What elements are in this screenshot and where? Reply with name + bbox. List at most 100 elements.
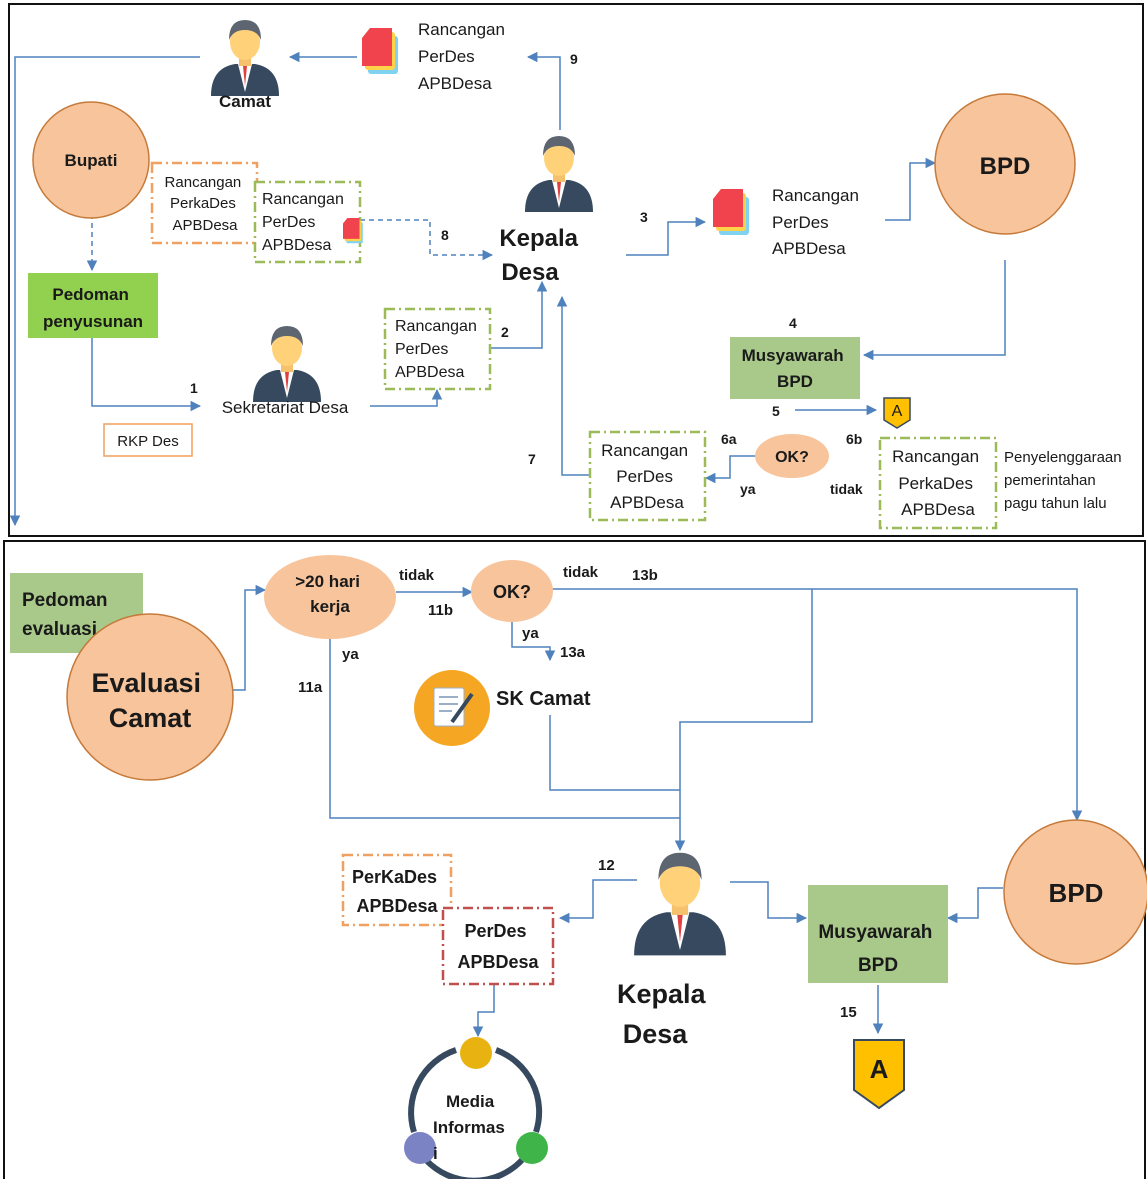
ok-tidak-13b xyxy=(552,588,1083,822)
perdes-dashed-box-bottom xyxy=(441,906,555,986)
evaluasi-camat-node xyxy=(66,613,234,781)
ok-decision-bottom xyxy=(471,560,553,622)
perkades-box-label: Rancangan PerkaDes APBDesa xyxy=(165,174,246,234)
tidak-label-top: tidak xyxy=(830,481,863,497)
a-marker-top xyxy=(883,397,911,429)
sk-camat-label: SK Camat xyxy=(496,688,591,710)
kepala-desa-label-bottom: Kepala Desa xyxy=(617,979,713,1049)
camat-person-icon xyxy=(211,20,279,96)
ya-label-bottom-1: ya xyxy=(342,646,359,663)
evaluasi-camat-label: Evaluasi Camat xyxy=(91,668,208,733)
ya-label-bottom-2: ya xyxy=(522,625,539,642)
step-6b: 6b xyxy=(846,431,862,447)
doc-stack-icon-9 xyxy=(362,28,398,74)
bpd-node-bottom xyxy=(1003,819,1147,965)
musyawarah-label-bottom: Musyawarah BPD xyxy=(818,922,937,976)
kepala-desa-person-icon-top xyxy=(525,136,593,212)
sk-to-kepala xyxy=(549,715,680,791)
perdes-to-media xyxy=(472,985,495,1038)
sekretariat-person-icon xyxy=(253,326,321,402)
kepala-to-doc-3 xyxy=(626,216,707,256)
a-marker-bottom-label: A xyxy=(870,1054,889,1084)
ok-decision-top xyxy=(755,434,829,478)
perkades-dashed-box-bottom xyxy=(341,853,453,927)
doc-9-label: Rancangan PerDes APBDesa xyxy=(418,20,510,93)
kepala-to-musyawarah xyxy=(730,881,808,924)
step-11a: 11a xyxy=(298,679,323,696)
kepala-desa-label-top: Kepala Desa xyxy=(499,225,584,286)
step-6a: 6a xyxy=(721,431,737,447)
a-marker-top-label: A xyxy=(892,403,903,420)
step-8: 8 xyxy=(441,227,449,243)
perkades-box-bottom-label: PerKaDes APBDesa xyxy=(352,867,442,916)
step-15: 15 xyxy=(840,1004,857,1021)
musyawarah-box-bottom xyxy=(808,885,948,983)
tidak-label-bottom-1: tidak xyxy=(399,567,435,584)
musyawarah-label-top: Musyawarah BPD xyxy=(742,346,849,391)
kepala-desa-person-icon-bottom xyxy=(634,852,726,956)
camat-down-line xyxy=(9,56,200,527)
hari-kerja-decision xyxy=(264,555,396,639)
doc-stack-icon-3 xyxy=(713,189,749,235)
musyawarah-box-top xyxy=(730,337,860,399)
step-2: 2 xyxy=(501,324,509,340)
step-11b: 11b xyxy=(428,602,453,619)
ok-ya-13a xyxy=(511,622,556,662)
step-13b: 13b xyxy=(632,567,658,584)
pedoman-penyusunan-label: Pedoman penyusunan xyxy=(43,285,143,331)
perdes-dashed-box-7 xyxy=(588,430,707,522)
branch-to-kepala xyxy=(674,589,813,852)
pedoman-evaluasi-label: Pedoman evaluasi xyxy=(22,590,113,640)
rkp-des-label: RKP Des xyxy=(117,433,178,450)
perdes-box-2-label: Rancangan PerDes APBDesa xyxy=(395,318,481,381)
camat-label: Camat xyxy=(219,92,271,111)
perdes-box-bottom-label: PerDes APBDesa xyxy=(457,921,539,972)
step-12: 12 xyxy=(598,857,615,874)
doc-to-kepala-7 xyxy=(556,295,590,476)
bpd-to-musyawarah-b xyxy=(946,887,1003,924)
perdes-to-kepala-8 xyxy=(360,219,494,261)
ok-label-top: OK? xyxy=(775,449,809,466)
a-marker-bottom xyxy=(853,1039,905,1110)
bpd-label-bottom: BPD xyxy=(1049,878,1104,908)
bpd-to-musyawarah xyxy=(862,260,1006,361)
sekretariat-label: Sekretariat Desa xyxy=(222,398,349,417)
pedoman-penyusunan-box xyxy=(28,273,158,338)
step-9: 9 xyxy=(570,51,578,67)
sekretariat-to-doc xyxy=(370,388,443,407)
rkp-des-box xyxy=(103,423,193,457)
bupati-label: Bupati xyxy=(65,151,118,170)
step-1: 1 xyxy=(190,380,198,396)
bottom-panel-frame xyxy=(3,540,1146,1179)
bpd-node-top xyxy=(934,93,1076,235)
doc-to-bpd xyxy=(885,157,937,221)
hari-ya-11a xyxy=(329,637,680,819)
doc-stack-small-icon xyxy=(343,218,363,244)
evaluasi-to-hari xyxy=(233,584,267,691)
sk-camat-document-icon xyxy=(414,670,490,746)
top-panel-frame xyxy=(8,3,1144,537)
step-4: 4 xyxy=(789,315,797,331)
kepala-to-doc-9 xyxy=(526,51,561,130)
bpd-label-top: BPD xyxy=(980,153,1031,180)
step-5: 5 xyxy=(772,403,780,419)
ya-label-top: ya xyxy=(740,481,756,497)
penyelenggaraan-label: Penyelenggaraan pemerintahan pagu tahun … xyxy=(1004,449,1126,512)
pedoman-to-sekretariat xyxy=(91,338,202,412)
bupati-node xyxy=(32,101,150,219)
perkades-box-6b-label: Rancangan PerkaDes APBDesa xyxy=(892,447,984,519)
bottom-connectors xyxy=(233,584,1083,1038)
step-7: 7 xyxy=(528,451,536,467)
perdes-box-8-label: Rancangan PerDes APBDesa xyxy=(262,191,348,254)
ok-to-doc-6a xyxy=(704,455,757,484)
ok-label-bottom: OK? xyxy=(493,582,531,602)
step-13a: 13a xyxy=(560,644,586,661)
doc-3-label: Rancangan PerDes APBDesa xyxy=(772,186,864,258)
doc-to-kepala-2 xyxy=(490,280,548,349)
step-3: 3 xyxy=(640,209,648,225)
perdes-box-7-label: Rancangan PerDes APBDesa xyxy=(601,441,693,512)
media-informasi-label: Media Informas i xyxy=(433,1092,510,1163)
media-informasi-cycle-icon xyxy=(404,1037,548,1179)
perkades-dashed-box-6b xyxy=(878,436,998,530)
perdes-dashed-box-2 xyxy=(383,307,492,391)
